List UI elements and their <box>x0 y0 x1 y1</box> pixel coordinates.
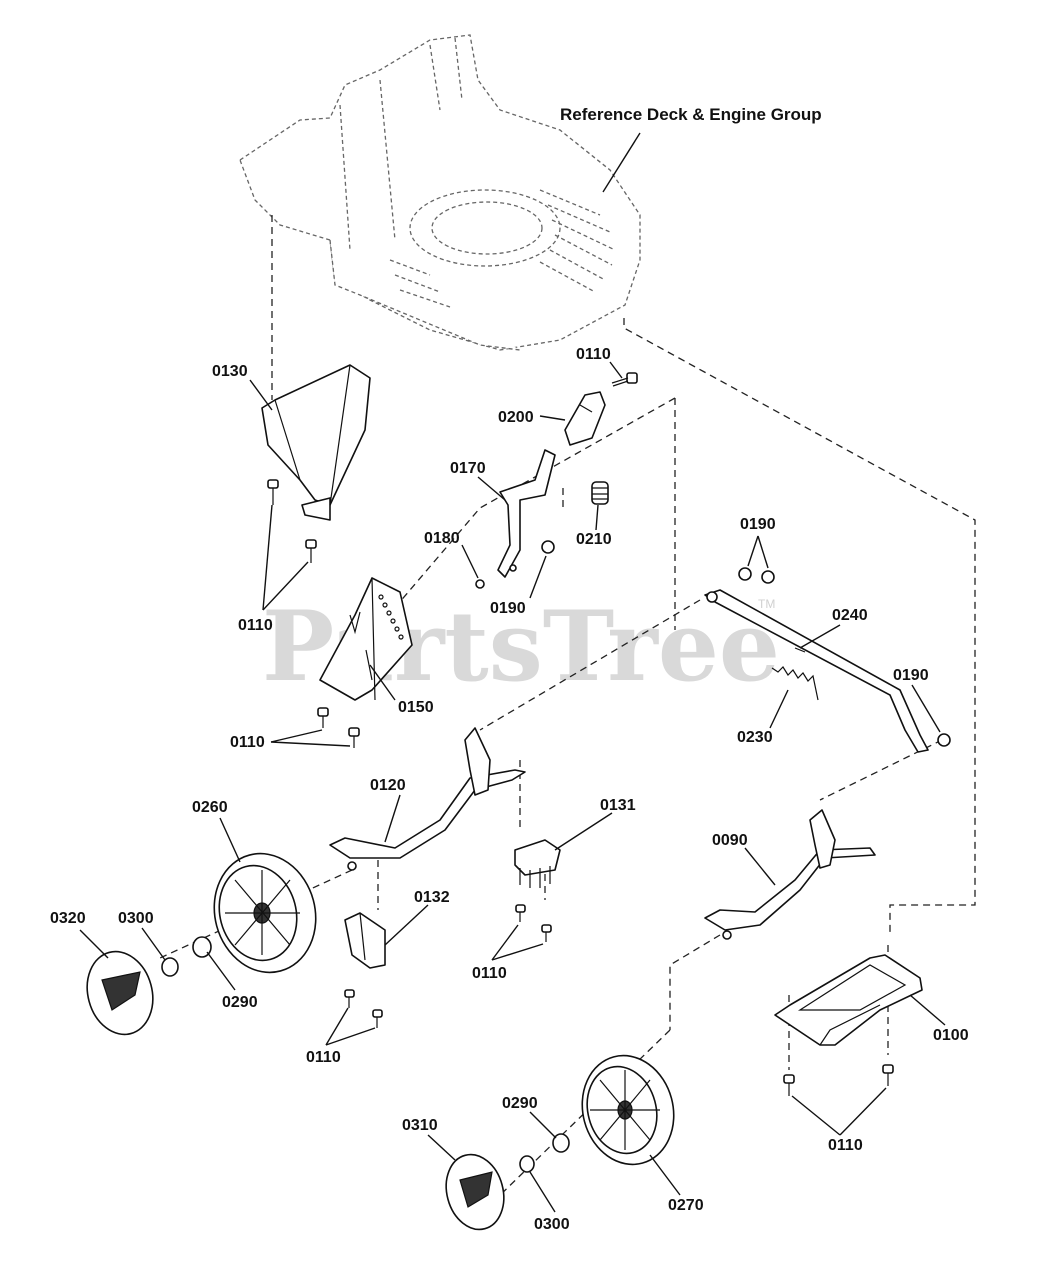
bolts-0110-lower-left <box>317 707 360 748</box>
part-0260-front-wheel <box>213 852 317 974</box>
part-0320-hubcap <box>86 950 154 1036</box>
reference-leader <box>602 132 641 193</box>
reference-label: Reference Deck & Engine Group <box>560 105 822 124</box>
nut-0300-bottom <box>519 1155 535 1173</box>
bolts-0110-left <box>267 479 317 563</box>
label-0230: 0230 <box>737 729 773 746</box>
label-0180: 0180 <box>424 530 460 547</box>
watermark-trademark: TM <box>758 597 775 611</box>
washer-0190-tr2 <box>761 570 775 584</box>
nut-0300-left <box>161 957 179 977</box>
label-0310: 0310 <box>402 1117 438 1134</box>
washer-0190-right <box>937 733 951 747</box>
label-0130: 0130 <box>212 363 248 380</box>
part-labels: 0130 0110 0200 0170 0210 0180 0190 0110 … <box>50 346 969 1233</box>
label-0270: 0270 <box>668 1197 704 1214</box>
label-0100: 0100 <box>933 1027 969 1044</box>
label-0170: 0170 <box>450 460 486 477</box>
deck-housing <box>239 34 641 351</box>
label-0290-bottom: 0290 <box>502 1095 538 1112</box>
label-0110-bottom-left: 0110 <box>306 1049 341 1066</box>
label-0120: 0120 <box>370 777 406 794</box>
washer-0290-left <box>192 936 212 958</box>
washer-0180 <box>475 579 485 589</box>
label-0110-mid: 0110 <box>472 965 507 982</box>
label-0131: 0131 <box>600 797 636 814</box>
assembly-lines <box>159 215 976 1201</box>
part-0270-rear-wheel <box>581 1054 675 1166</box>
part-0310-hubcap <box>445 1153 505 1231</box>
label-0240: 0240 <box>832 607 868 624</box>
part-0240-link-rod <box>704 589 929 753</box>
bolts-0110-bottom-left <box>344 989 383 1028</box>
part-0200-cover <box>564 391 606 446</box>
washer-0190-left <box>541 540 555 554</box>
part-0150-bracket <box>319 577 413 701</box>
label-0110-left: 0110 <box>238 617 273 634</box>
label-0300-bottom: 0300 <box>534 1216 570 1233</box>
label-0190-top-right: 0190 <box>740 516 776 533</box>
part-0210-spring <box>591 481 609 505</box>
bolts-0110-mid <box>515 904 552 942</box>
label-0190-right: 0190 <box>893 667 929 684</box>
label-0090: 0090 <box>712 832 748 849</box>
label-0210: 0210 <box>576 531 612 548</box>
part-0170-lever <box>497 449 556 578</box>
label-0290-left: 0290 <box>222 994 258 1011</box>
label-0300-left: 0300 <box>118 910 154 927</box>
part-0131-bracket <box>514 839 561 888</box>
label-0320: 0320 <box>50 910 86 927</box>
part-0132-bracket <box>344 912 386 969</box>
part-0100-plate <box>774 954 923 1046</box>
washer-0190-tr1 <box>738 567 752 581</box>
leader-lines <box>79 361 946 1213</box>
label-0200: 0200 <box>498 409 534 426</box>
label-0132: 0132 <box>414 889 450 906</box>
part-0130-bracket <box>261 364 371 521</box>
label-0260: 0260 <box>192 799 228 816</box>
part-0090-axle <box>704 809 876 940</box>
label-0110-bottom-right: 0110 <box>828 1137 863 1154</box>
part-0230-spring <box>771 666 819 701</box>
bolts-0110-bottom-right <box>783 1064 894 1096</box>
label-0150: 0150 <box>398 699 434 716</box>
label-0110-top: 0110 <box>576 346 611 363</box>
bolt-0110-top <box>611 372 638 387</box>
label-0110-lower-left: 0110 <box>230 734 265 751</box>
part-0120-axle <box>329 727 526 871</box>
washer-0290-bottom <box>552 1133 570 1153</box>
label-0190-left: 0190 <box>490 600 526 617</box>
